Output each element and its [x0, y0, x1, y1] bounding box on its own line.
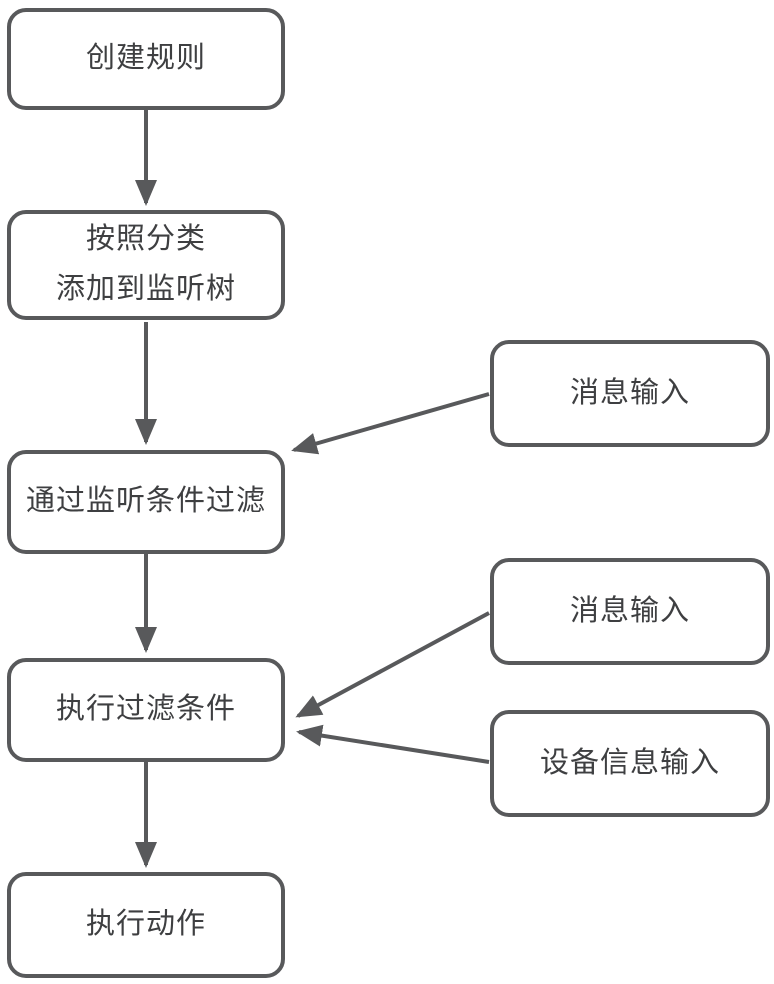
node-classify-add-to-listen-tree: 按照分类 添加到监听树 — [7, 210, 285, 320]
edge-message-input-2-to-execute-filter — [295, 611, 490, 718]
edge-message-input-1-to-filter — [291, 392, 490, 455]
node-filter-by-listen-condition: 通过监听条件过滤 — [7, 450, 285, 554]
node-label: 消息输入 — [569, 376, 690, 409]
node-execute-action: 执行动作 — [7, 872, 285, 978]
node-label: 消息输入 — [569, 594, 690, 627]
node-message-input-2: 消息输入 — [490, 558, 770, 665]
node-label: 执行过滤条件 — [55, 693, 236, 726]
node-label-line: 添加到监听树 — [55, 273, 236, 305]
node-create-rule: 创建规则 — [7, 8, 285, 110]
node-message-input-1: 消息输入 — [490, 340, 770, 447]
node-device-info-input: 设备信息输入 — [490, 710, 770, 817]
node-label: 设备信息输入 — [539, 746, 720, 779]
node-label: 通过监听条件过滤 — [25, 485, 266, 518]
edge-device-info-to-execute-filter — [296, 724, 490, 764]
node-label: 执行动作 — [85, 908, 206, 941]
node-label-line: 按照分类 — [85, 223, 206, 256]
node-execute-filter-condition: 执行过滤条件 — [7, 658, 285, 762]
node-label: 创建规则 — [85, 42, 206, 75]
